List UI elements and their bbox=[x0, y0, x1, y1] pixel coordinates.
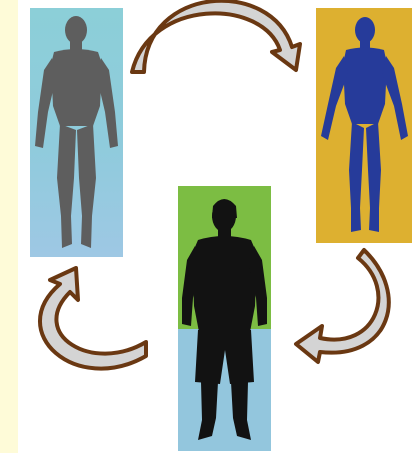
arrow-top bbox=[132, 1, 300, 72]
arrow-right bbox=[296, 250, 389, 362]
arrow-left bbox=[40, 268, 146, 369]
